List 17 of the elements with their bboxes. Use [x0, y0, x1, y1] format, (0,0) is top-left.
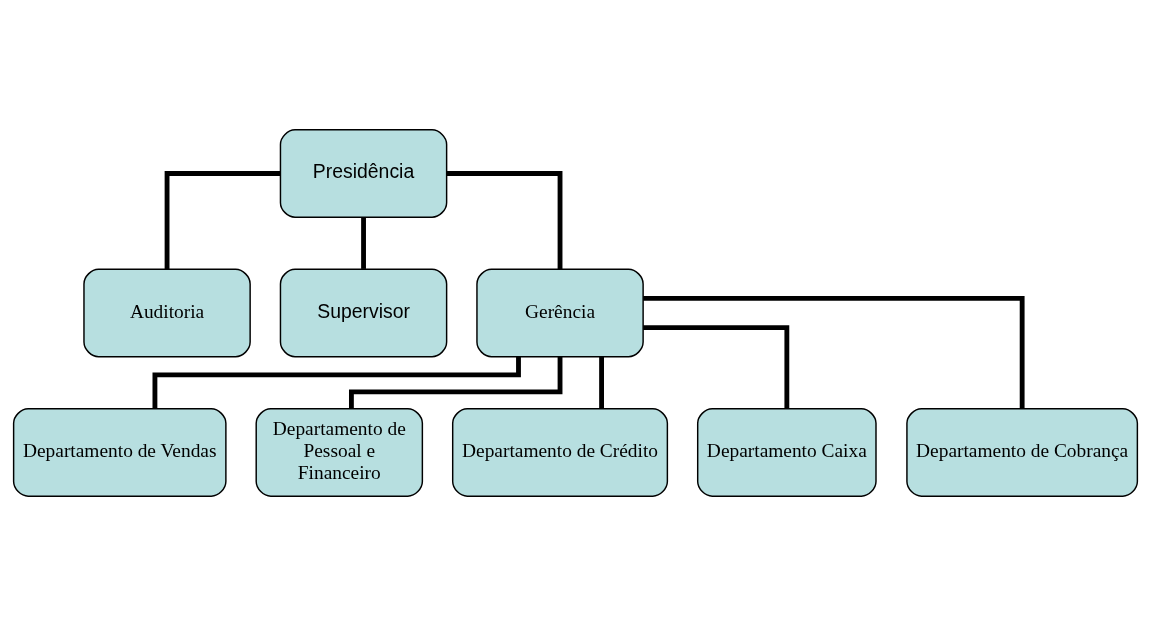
- node-box: Departamento de Pessoal e Financeiro: [255, 407, 424, 497]
- node-box: Supervisor: [279, 268, 448, 357]
- node-box: Departamento de Cobrança: [906, 407, 1139, 497]
- connector: [643, 295, 1025, 409]
- node-box: Departamento de Crédito: [451, 407, 669, 497]
- node-box: Departamento de Vendas: [12, 407, 227, 497]
- node-box: Presidência: [279, 128, 448, 218]
- connector: [643, 324, 790, 409]
- connector: [361, 216, 366, 269]
- connector: [164, 170, 281, 269]
- connector: [152, 356, 521, 409]
- connector: [446, 170, 563, 269]
- node-box: Auditoria: [83, 268, 251, 357]
- connector: [349, 356, 563, 409]
- connector: [599, 356, 604, 408]
- node-box: Gerência: [476, 268, 644, 357]
- node-box: Departamento Caixa: [696, 407, 877, 497]
